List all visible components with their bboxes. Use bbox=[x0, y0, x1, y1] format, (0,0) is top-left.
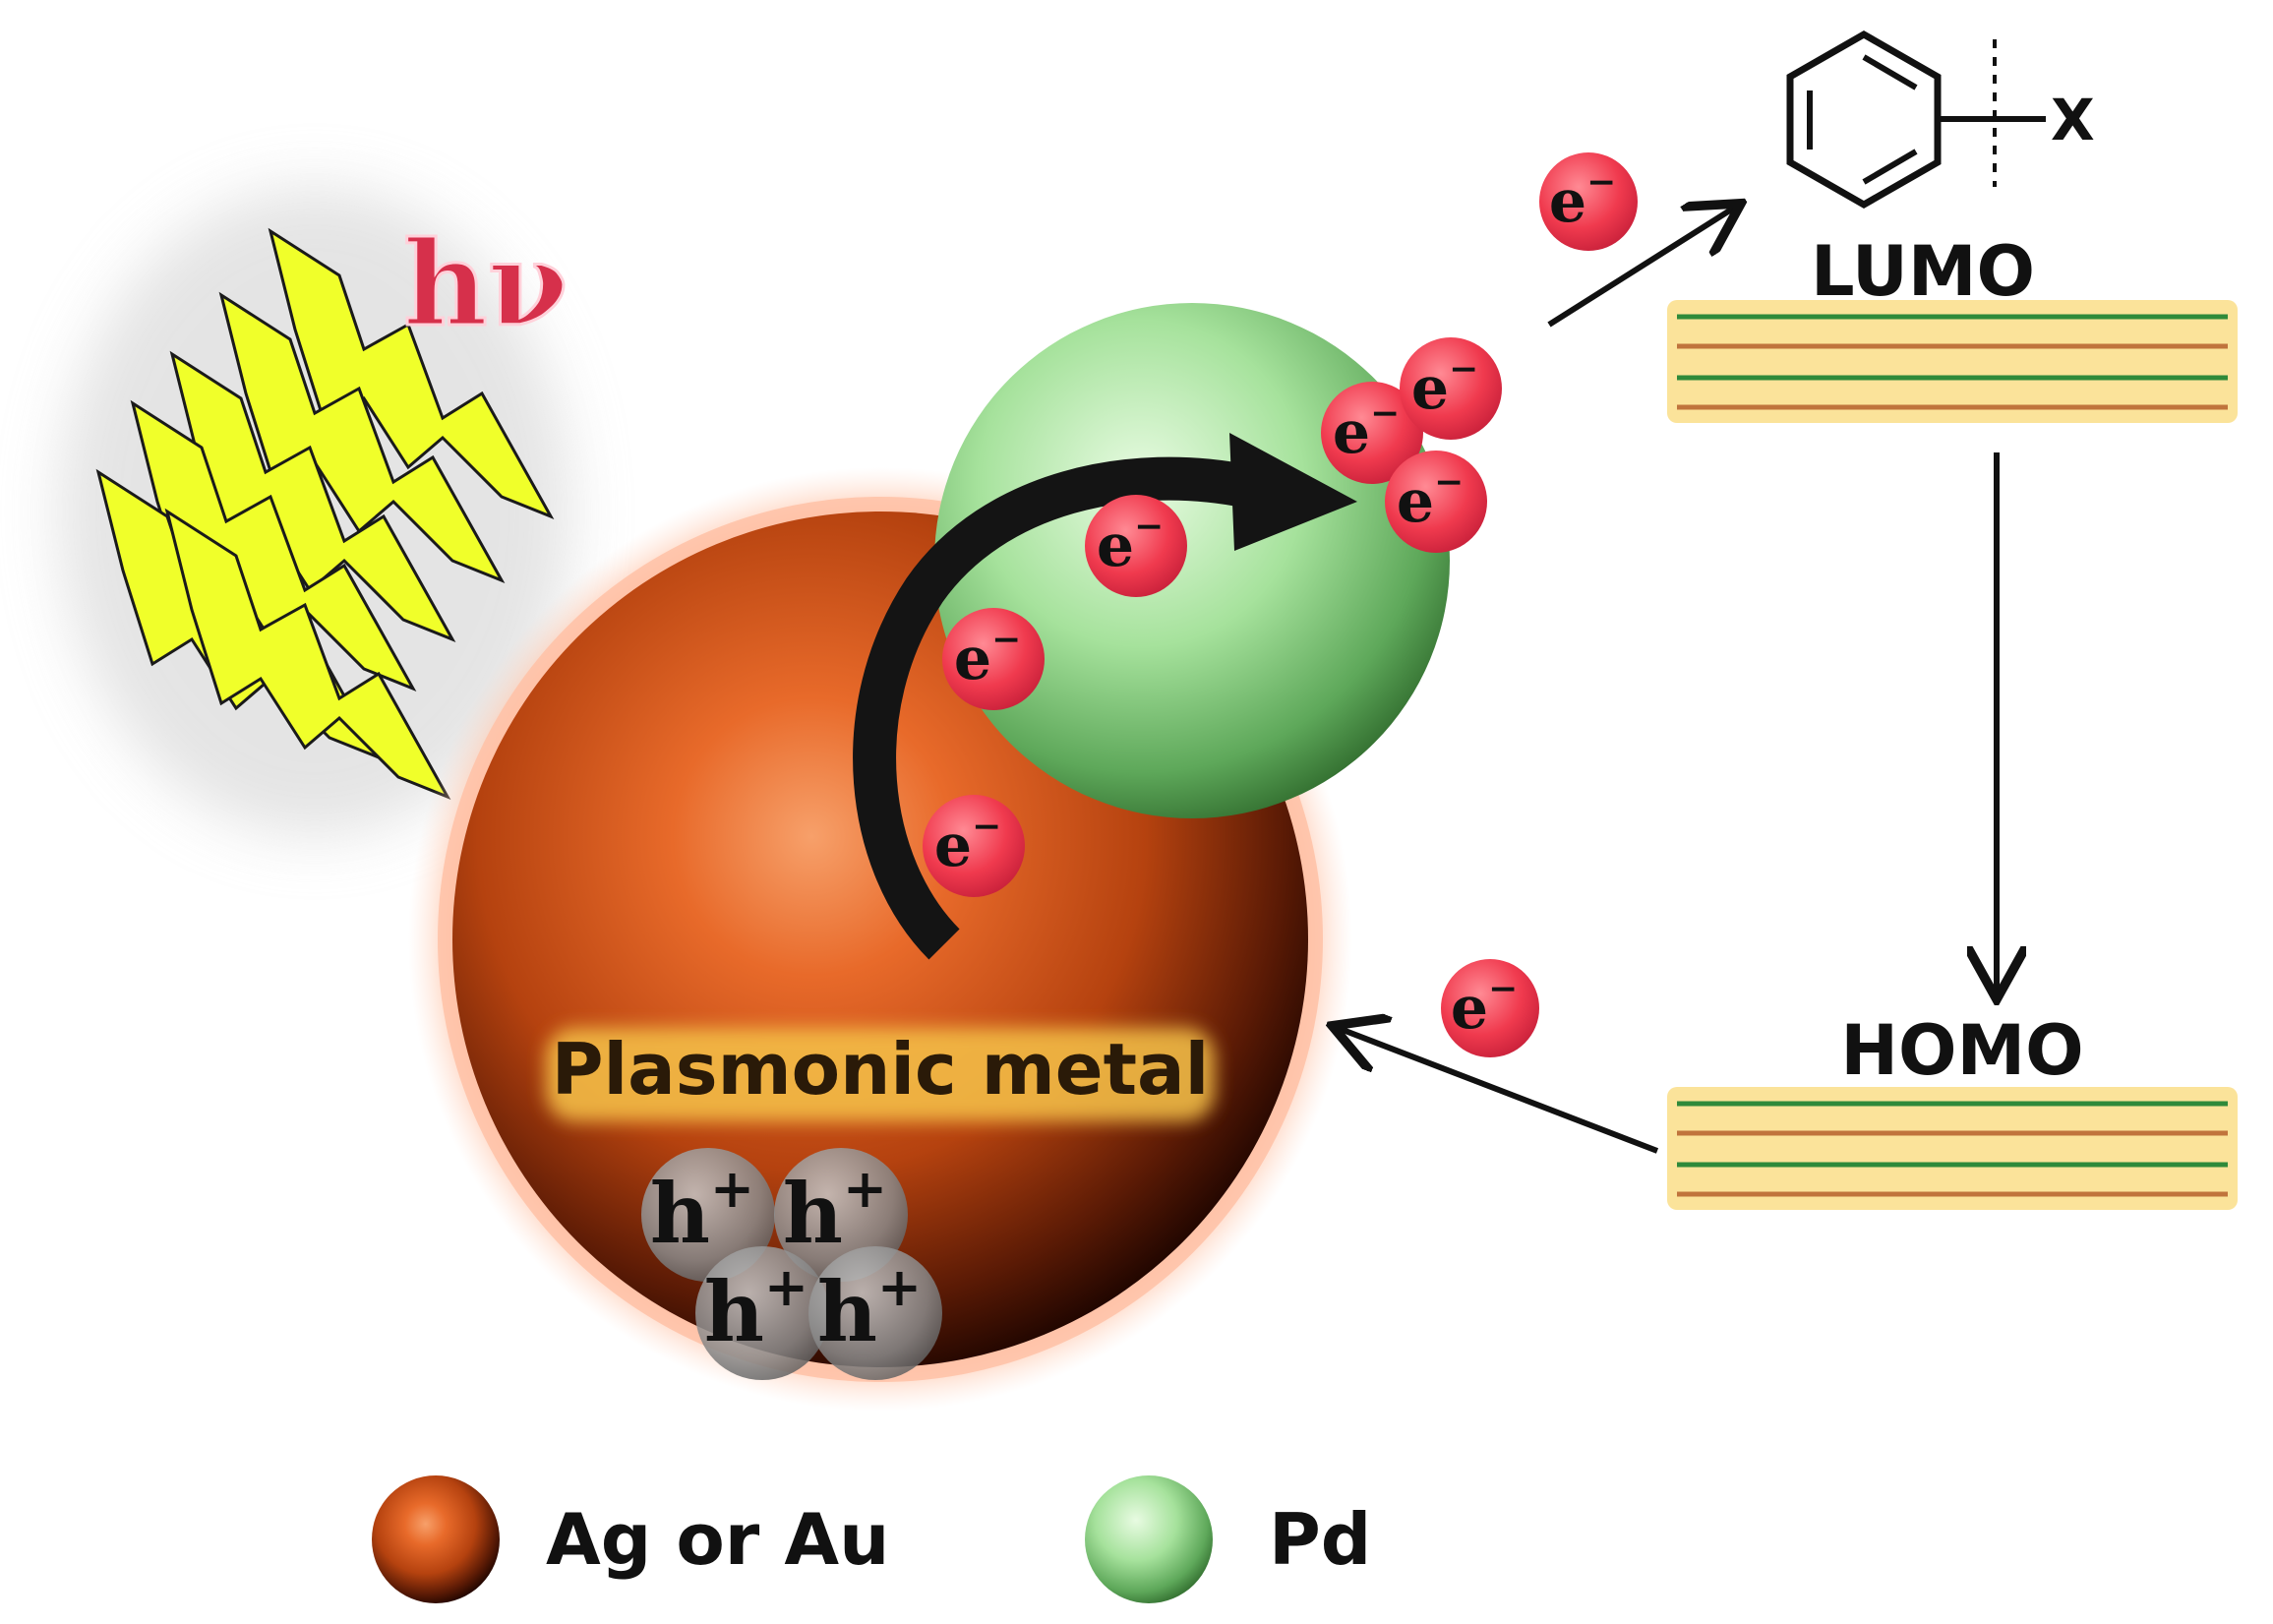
legend-item-ag-au: Ag or Au bbox=[372, 1475, 889, 1603]
electron: e− bbox=[1400, 337, 1502, 440]
svg-text:h+: h+ bbox=[783, 1157, 887, 1262]
particle-label: Plasmonic metal bbox=[552, 1028, 1210, 1111]
arrow-to-molecule bbox=[1547, 207, 1736, 328]
svg-text:h+: h+ bbox=[817, 1255, 922, 1360]
svg-text:Ag or Au: Ag or Au bbox=[546, 1498, 889, 1581]
light-bolts bbox=[59, 187, 570, 836]
electron: e− bbox=[1441, 959, 1539, 1057]
lumo-level bbox=[1667, 300, 2238, 423]
pd-particle bbox=[934, 303, 1450, 818]
electron: e− bbox=[1385, 451, 1487, 553]
svg-text:h+: h+ bbox=[650, 1157, 754, 1262]
svg-text:e−: e− bbox=[954, 619, 1021, 693]
electron: e− bbox=[942, 608, 1045, 710]
svg-text:e−: e− bbox=[1397, 461, 1464, 536]
legend: Ag or Au Pd bbox=[372, 1475, 1371, 1603]
svg-text:e−: e− bbox=[1549, 161, 1616, 236]
homo-label: HOMO bbox=[1840, 1010, 2083, 1091]
svg-text:e−: e− bbox=[1411, 348, 1478, 423]
hole: h+ bbox=[641, 1148, 775, 1282]
svg-text:h+: h+ bbox=[704, 1255, 808, 1360]
lumo-label: LUMO bbox=[1811, 231, 2035, 312]
hole: h+ bbox=[808, 1246, 942, 1380]
homo-level bbox=[1667, 1087, 2238, 1210]
electron: e− bbox=[1321, 382, 1423, 484]
hole: h+ bbox=[695, 1246, 829, 1380]
particle-label-glow bbox=[546, 1028, 1215, 1121]
electron: e− bbox=[1539, 152, 1638, 251]
light-bolt bbox=[164, 508, 451, 800]
substituent-label: X bbox=[2051, 87, 2095, 153]
svg-text:Pd: Pd bbox=[1269, 1498, 1371, 1581]
legend-item-pd: Pd bbox=[1085, 1475, 1371, 1603]
electron-transfer-arrow bbox=[853, 433, 1357, 960]
electron: e− bbox=[923, 795, 1025, 897]
electron: e− bbox=[1085, 495, 1187, 597]
svg-text:e−: e− bbox=[934, 806, 1001, 880]
svg-text:e−: e− bbox=[1333, 392, 1400, 467]
arrow-to-particle bbox=[1338, 1028, 1659, 1154]
svg-text:e−: e− bbox=[1097, 506, 1164, 580]
svg-text:e−: e− bbox=[1451, 968, 1518, 1043]
photon-label: hν bbox=[403, 215, 568, 352]
aryl-halide-molecule: X bbox=[1786, 30, 2095, 210]
